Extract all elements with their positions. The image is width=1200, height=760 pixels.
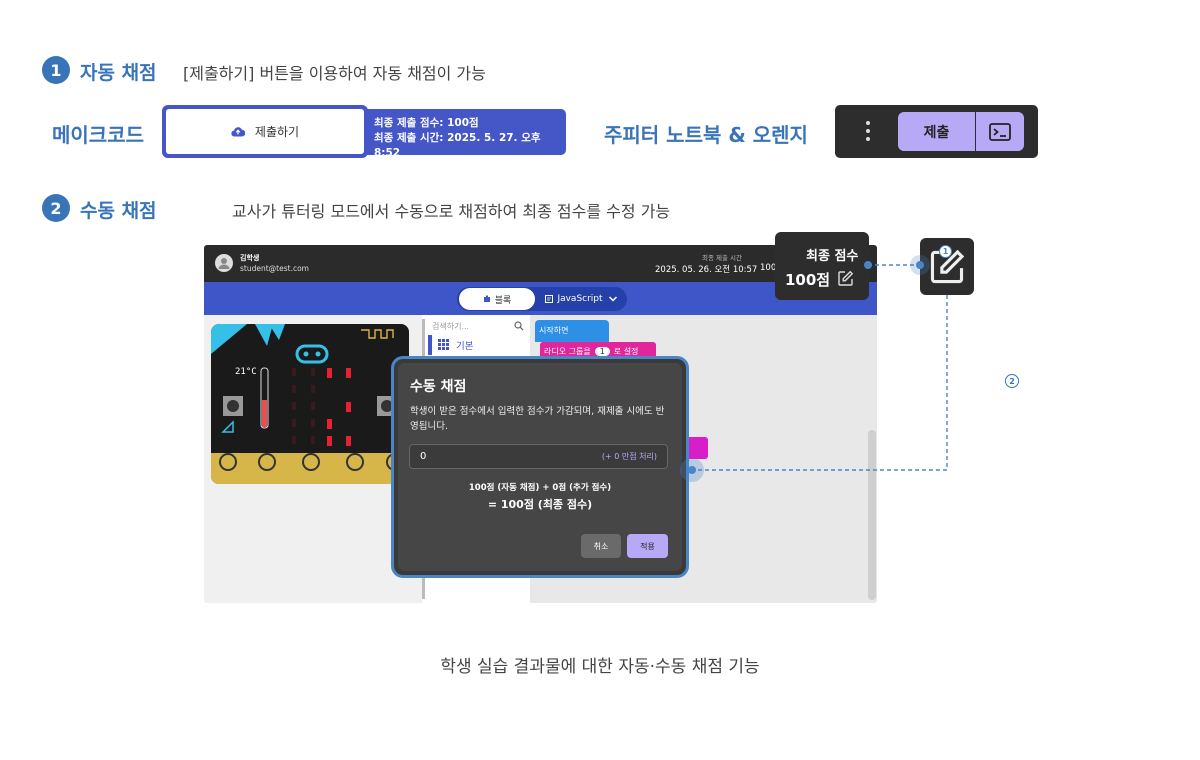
step-1-badge: 1 [42, 56, 70, 84]
final-score-value: 100점 [785, 271, 831, 289]
last-score-text: 최종 제출 점수: 100점 [374, 117, 479, 129]
submit-time: 2025. 05. 26. 오전 10:57 [655, 265, 758, 275]
makecode-submit-label: 제출하기 [254, 125, 300, 139]
apply-button[interactable]: 적용 [627, 534, 668, 558]
last-submission-info: 최종 제출 점수: 100점 최종 제출 시간: 2025. 5. 27. 오후… [365, 109, 566, 159]
final-score-total: = 100점 (최종 점수) [487, 498, 593, 511]
app-header: 김학생 student@test.com 최종 제출 시간 2025. 05. … [204, 245, 877, 282]
submit-time-label: 최종 제출 시간 [702, 254, 743, 262]
category-indicator [428, 335, 432, 355]
puzzle-icon [483, 295, 490, 302]
edit-icon[interactable] [837, 270, 854, 287]
tab-blocks-label: 블록 [494, 295, 512, 306]
score-input-hint: (+ 0 만점 처리) [601, 452, 657, 461]
score-input-value: 0 [420, 451, 427, 462]
search-icon [514, 321, 524, 331]
auto-grading-desc: [제출하기] 버튼을 이용하여 자동 채점이 가능 [183, 64, 486, 83]
makecode-submit-button[interactable]: 제출하기 [166, 109, 364, 154]
marker-1: 1 [939, 245, 952, 258]
chevron-down-icon[interactable] [608, 295, 618, 303]
radio-block-label: 라디오 그룹을 [544, 346, 591, 356]
jupyter-orange-label: 주피터 노트북 & 오렌지 [604, 123, 808, 147]
radio-group-value[interactable]: 1 [594, 346, 610, 356]
cloud-upload-icon [231, 127, 245, 137]
tab-blocks[interactable]: 블록 [459, 288, 535, 310]
grid-icon [438, 339, 449, 350]
tab-javascript[interactable]: JavaScript [539, 288, 609, 310]
manual-grading-title: 수동 채점 [80, 200, 157, 222]
cancel-button[interactable]: 취소 [581, 534, 621, 558]
code-icon [545, 295, 554, 303]
radio-group-block[interactable]: 라디오 그룹을 1 로 설정 [540, 342, 656, 360]
avatar [215, 254, 233, 272]
last-time-text: 최종 제출 시간: 2025. 5. 27. 오후 8:52 [374, 132, 541, 159]
tab-javascript-label: JavaScript [557, 294, 603, 304]
category-basic[interactable]: 기본 [456, 341, 474, 352]
score-partial: 100 [760, 263, 777, 273]
jupyter-submit-button[interactable]: 제출 [898, 112, 975, 151]
step-2-badge: 2 [42, 194, 70, 222]
edit-icon [930, 249, 965, 283]
figure-caption: 학생 실습 결과물에 대한 자동·수동 채점 기능 [440, 657, 760, 677]
terminal-icon [989, 122, 1011, 141]
makecode-submit-frame: 제출하기 [162, 105, 368, 158]
radio-block-suffix: 로 설정 [613, 346, 639, 356]
temperature-readout: 21°C [235, 367, 257, 377]
modal-title: 수동 채점 [410, 379, 467, 395]
final-score-popover: 최종 점수 100점 [775, 232, 869, 300]
final-score-label: 최종 점수 [806, 249, 859, 264]
workspace-scrollbar[interactable] [868, 430, 876, 600]
additional-score-input[interactable]: 0 (+ 0 만점 처리) [409, 444, 668, 469]
more-vertical-icon[interactable] [866, 121, 870, 145]
user-email: student@test.com [240, 264, 309, 273]
user-name: 김학생 [240, 254, 260, 262]
manual-grading-desc: 교사가 튜터링 모드에서 수동으로 채점하여 최종 점수를 수정 가능 [232, 202, 671, 221]
modal-description: 학생이 받은 점수에서 입력한 점수가 가감되며, 재제출 시에도 반영됩니다. [410, 406, 665, 432]
auto-grading-title: 자동 채점 [80, 62, 157, 84]
microbit-board [211, 324, 409, 484]
score-calculation: 100점 (자동 채점) + 0점 (추가 점수) [468, 483, 612, 493]
avatar-icon [218, 258, 230, 269]
toolbox-search-input[interactable]: 검색하기... [432, 322, 470, 331]
on-start-block[interactable]: 시작하면 [535, 320, 609, 342]
microbit-simulator[interactable]: 21°C [211, 324, 409, 484]
makecode-label: 메이크코드 [52, 123, 144, 147]
marker-2: 2 [1005, 374, 1019, 388]
terminal-button[interactable] [976, 112, 1024, 151]
